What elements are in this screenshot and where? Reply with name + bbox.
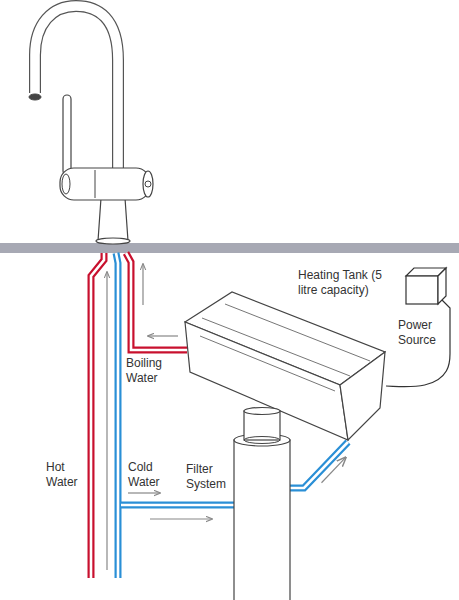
heating-tank: Heating Tank (5 litre capacity) — [180, 266, 386, 442]
hot-pipe — [91, 253, 104, 578]
water-pipe — [290, 442, 348, 488]
flow-arrows — [107, 264, 212, 570]
node-label: Power Source — [398, 318, 448, 348]
faucet — [29, 6, 153, 244]
pipe-label-holder: Hot Water — [46, 460, 88, 490]
boiling-pipe — [126, 253, 187, 350]
flow-arrow — [322, 457, 346, 482]
node-label: Heating Tank (5 litre capacity) — [298, 268, 398, 298]
filter-system: Filter System — [186, 408, 292, 600]
node-label: Filter System — [186, 462, 230, 492]
cable-line — [386, 350, 450, 387]
pipe-label: Hot Water — [46, 460, 88, 490]
pipe-outer — [290, 442, 348, 488]
pipe-label-holder: Cold Water — [128, 460, 172, 490]
pipe-label: Cold Water — [128, 460, 172, 490]
pipe-inner — [290, 442, 348, 488]
countertop — [0, 243, 459, 253]
power-cable — [386, 350, 450, 387]
pipe-label: Boiling Water — [126, 356, 178, 386]
power-source: Power Source — [398, 262, 454, 350]
filter-system-outline — [186, 408, 292, 600]
pipe-label-holder: Boiling Water — [126, 356, 178, 386]
